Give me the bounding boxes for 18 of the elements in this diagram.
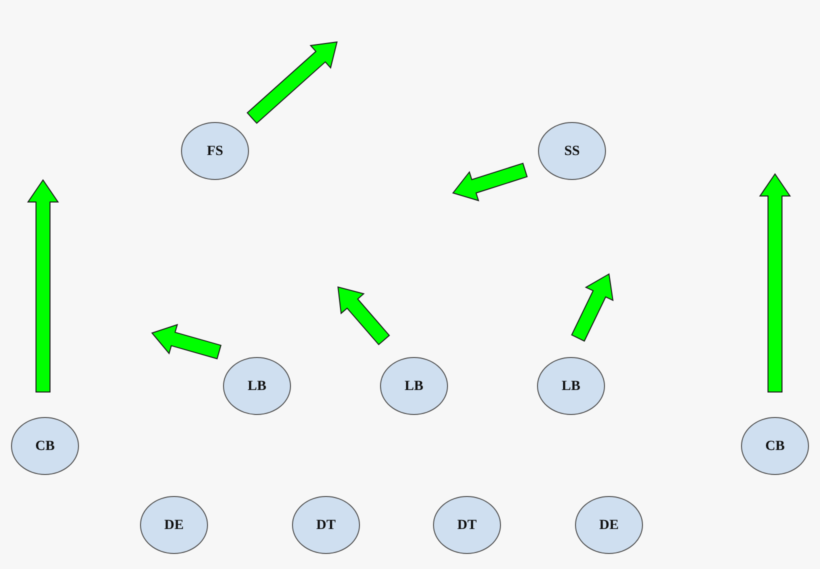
- block-arrow: [571, 273, 614, 342]
- position-label: LB: [562, 378, 580, 396]
- block-arrow: [151, 324, 222, 360]
- block-arrow: [27, 179, 59, 392]
- position-label: DT: [316, 516, 336, 534]
- position-label: LB: [248, 378, 266, 396]
- position-label: LB: [404, 378, 424, 396]
- position-label: CB: [35, 438, 55, 456]
- position-label: DE: [164, 516, 184, 534]
- position-label: CB: [765, 438, 785, 456]
- position-label: DT: [457, 516, 477, 534]
- position-label: SS: [564, 142, 580, 160]
- block-arrow: [759, 173, 791, 392]
- block-arrow: [246, 41, 338, 124]
- position-label: DE: [599, 516, 619, 534]
- block-arrow: [452, 162, 528, 202]
- position-label: FS: [206, 142, 224, 160]
- block-arrow: [337, 286, 390, 346]
